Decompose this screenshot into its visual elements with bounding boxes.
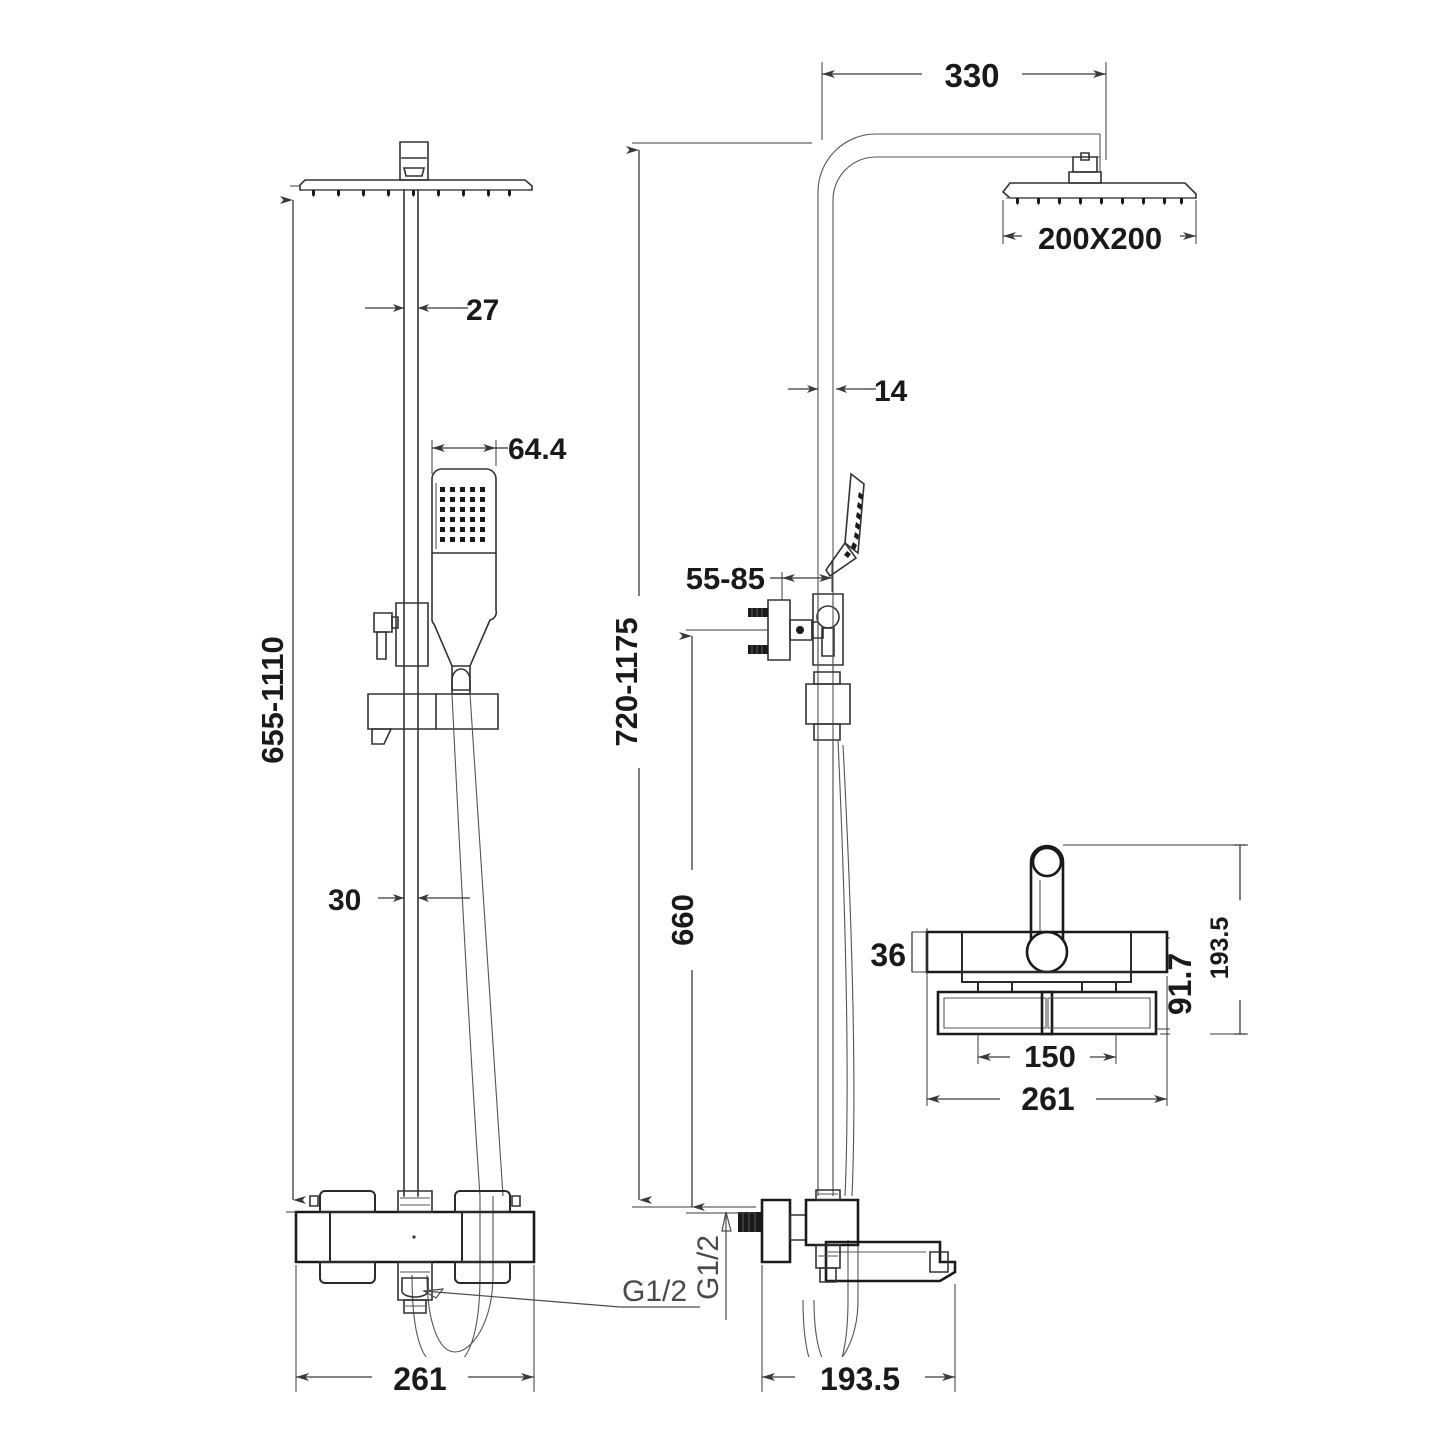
note-front-g12: G1/2 bbox=[422, 1275, 700, 1308]
note-side-g12: G1/2 bbox=[692, 1211, 732, 1320]
front-riser-pipe bbox=[403, 189, 419, 1197]
dim-label-193-5-side: 193.5 bbox=[820, 1361, 900, 1397]
dim-label-150: 150 bbox=[1024, 1039, 1076, 1074]
dim-label-660: 660 bbox=[665, 894, 700, 946]
front-handset bbox=[431, 468, 498, 691]
shower-nozzles bbox=[312, 190, 511, 197]
dim-front-riser-diameter: 27 bbox=[365, 294, 499, 327]
dim-label-200x200: 200X200 bbox=[1038, 221, 1162, 256]
dim-side-spout-projection: 193.5 bbox=[761, 1265, 956, 1397]
dim-detail-end-cap: 36 bbox=[870, 928, 928, 976]
side-elevation-view: 330 200X200 14 bbox=[609, 52, 1197, 1397]
dim-side-bracket-height: 660 bbox=[665, 629, 768, 1214]
dim-side-arm-thickness: 14 bbox=[788, 375, 908, 408]
side-valve-body bbox=[738, 1189, 957, 1283]
front-valve-body bbox=[294, 1190, 536, 1314]
front-overhead-shower-head bbox=[299, 141, 533, 197]
dim-label-193-5-detail: 193.5 bbox=[1206, 917, 1234, 980]
dim-detail-handle-centres: 150 bbox=[977, 1034, 1117, 1074]
dim-label-14: 14 bbox=[874, 375, 908, 408]
dim-front-overall-height: 655-1110 bbox=[255, 185, 306, 1213]
dim-label-64-4: 64.4 bbox=[508, 433, 567, 466]
side-overhead-shower-head bbox=[1001, 152, 1197, 205]
dim-side-overall-height: 720-1175 bbox=[609, 142, 812, 1208]
dim-front-body-width: 261 bbox=[295, 1265, 535, 1397]
valve-detail-handles bbox=[936, 981, 1158, 1036]
dim-label-36: 36 bbox=[870, 937, 906, 973]
dim-label-720-1175: 720-1175 bbox=[609, 617, 644, 746]
dim-label-330: 330 bbox=[944, 57, 999, 94]
note-label-g12-side: G1/2 bbox=[692, 1235, 725, 1300]
side-rail-column bbox=[802, 590, 859, 1381]
valve-detail-view: 36 150 261 bbox=[870, 844, 1248, 1117]
dim-label-55-85: 55-85 bbox=[686, 561, 765, 596]
dim-side-arm-projection: 330 bbox=[821, 52, 1107, 160]
dim-label-261-detail: 261 bbox=[1021, 1081, 1074, 1117]
front-slider-holder bbox=[367, 668, 499, 745]
front-flexible-hose bbox=[411, 693, 504, 1369]
valve-detail-lever bbox=[1025, 844, 1069, 974]
dim-label-655-1110: 655-1110 bbox=[255, 636, 290, 764]
dim-label-30: 30 bbox=[328, 884, 361, 917]
front-elevation-view: 27 64.4 655-1110 30 bbox=[255, 141, 700, 1397]
dim-front-handset-width: 64.4 bbox=[431, 433, 567, 474]
dim-label-261-front: 261 bbox=[393, 1361, 446, 1397]
note-label-g12-front: G1/2 bbox=[622, 1275, 687, 1308]
dim-front-rail-diameter: 30 bbox=[328, 884, 470, 917]
dim-label-27: 27 bbox=[466, 294, 499, 327]
dim-detail-overall-depth: 193.5 bbox=[1063, 844, 1248, 1035]
front-upper-bracket bbox=[373, 602, 429, 667]
dim-label-91-7: 91.7 bbox=[1162, 953, 1198, 1015]
dim-side-bracket-projection: 55-85 bbox=[686, 560, 833, 600]
side-shower-nozzles bbox=[1016, 198, 1183, 205]
dim-side-head-size: 200X200 bbox=[1002, 200, 1197, 256]
side-handset-spray-edge bbox=[844, 492, 863, 558]
side-shower-arm bbox=[817, 133, 1101, 1196]
dim-detail-body-depth: 91.7 bbox=[1156, 930, 1210, 1036]
bracket-screw-fixings bbox=[748, 608, 768, 654]
dim-detail-body-width: 261 bbox=[926, 976, 1168, 1117]
handset-spray-holes bbox=[440, 487, 485, 542]
